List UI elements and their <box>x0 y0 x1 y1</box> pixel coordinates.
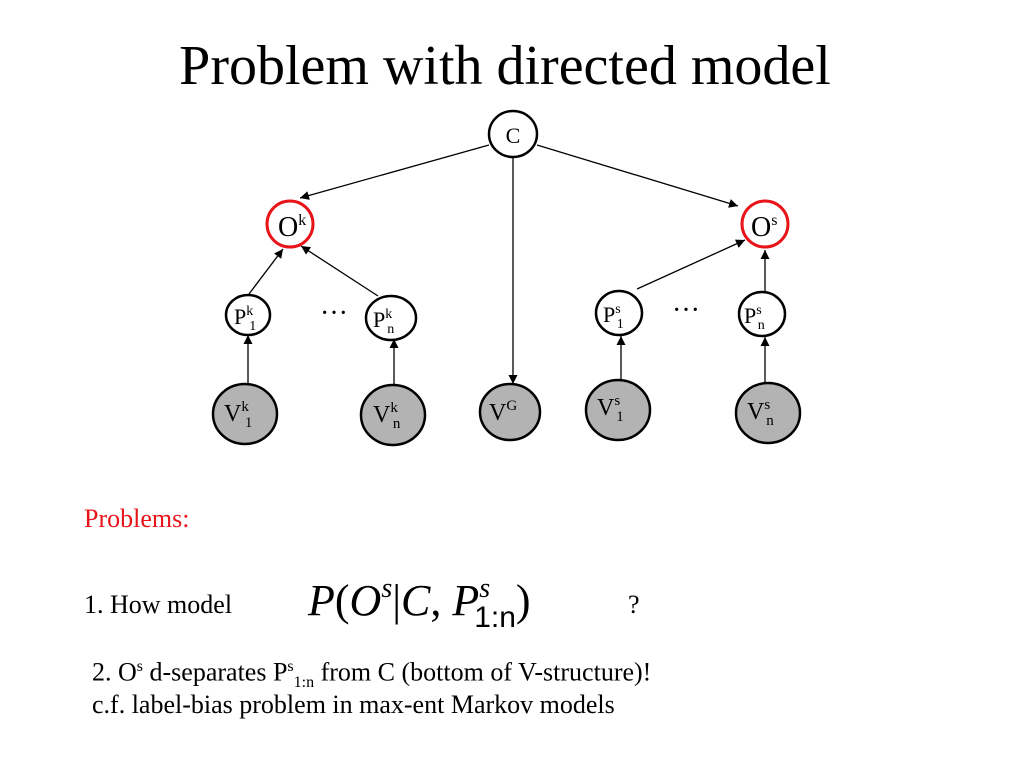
node-c: C <box>487 109 539 159</box>
problem-1-text: 1. How model <box>84 590 233 619</box>
svg-text:VG: VG <box>489 398 517 426</box>
ellipsis-k: ··· <box>320 298 348 329</box>
svg-text:Vsn: Vsn <box>747 397 774 429</box>
problem-2-text: 2. Os d-separates Ps1:n from C (bottom o… <box>92 657 652 691</box>
svg-text:C: C <box>506 123 521 148</box>
svg-text:Os: Os <box>751 212 777 243</box>
svg-text:Vs1: Vs1 <box>597 393 624 425</box>
edge-c-to-ok <box>299 144 490 200</box>
svg-text:Ok: Ok <box>278 212 306 243</box>
svg-text:Pk1: Pk1 <box>234 304 256 334</box>
edge-pk1-to-ok <box>248 248 284 295</box>
node-v-g: VG <box>478 382 542 442</box>
edge-ps1-to-os <box>636 239 746 290</box>
svg-text:Vk1: Vk1 <box>224 399 252 431</box>
svg-text:Psn: Psn <box>744 303 765 333</box>
svg-text:Ps1: Ps1 <box>603 302 624 332</box>
problem-3-text: c.f. label-bias problem in max-ent Marko… <box>92 690 615 719</box>
ellipsis-s: ··· <box>672 295 700 326</box>
problems-heading: Problems: <box>84 504 190 533</box>
svg-text:Vkn: Vkn <box>373 400 401 432</box>
page-title: Problem with directed model <box>179 35 831 97</box>
svg-text:Pkn: Pkn <box>373 307 394 337</box>
edge-c-to-os <box>536 144 739 208</box>
problem-1-formula: P(Os|C, Ps1:n) <box>308 573 531 634</box>
node-o-s: Os <box>740 199 790 249</box>
problem-1-question-mark: ? <box>628 590 640 619</box>
edge-pkn-to-ok <box>300 245 379 297</box>
node-o-k: Ok <box>265 199 315 249</box>
